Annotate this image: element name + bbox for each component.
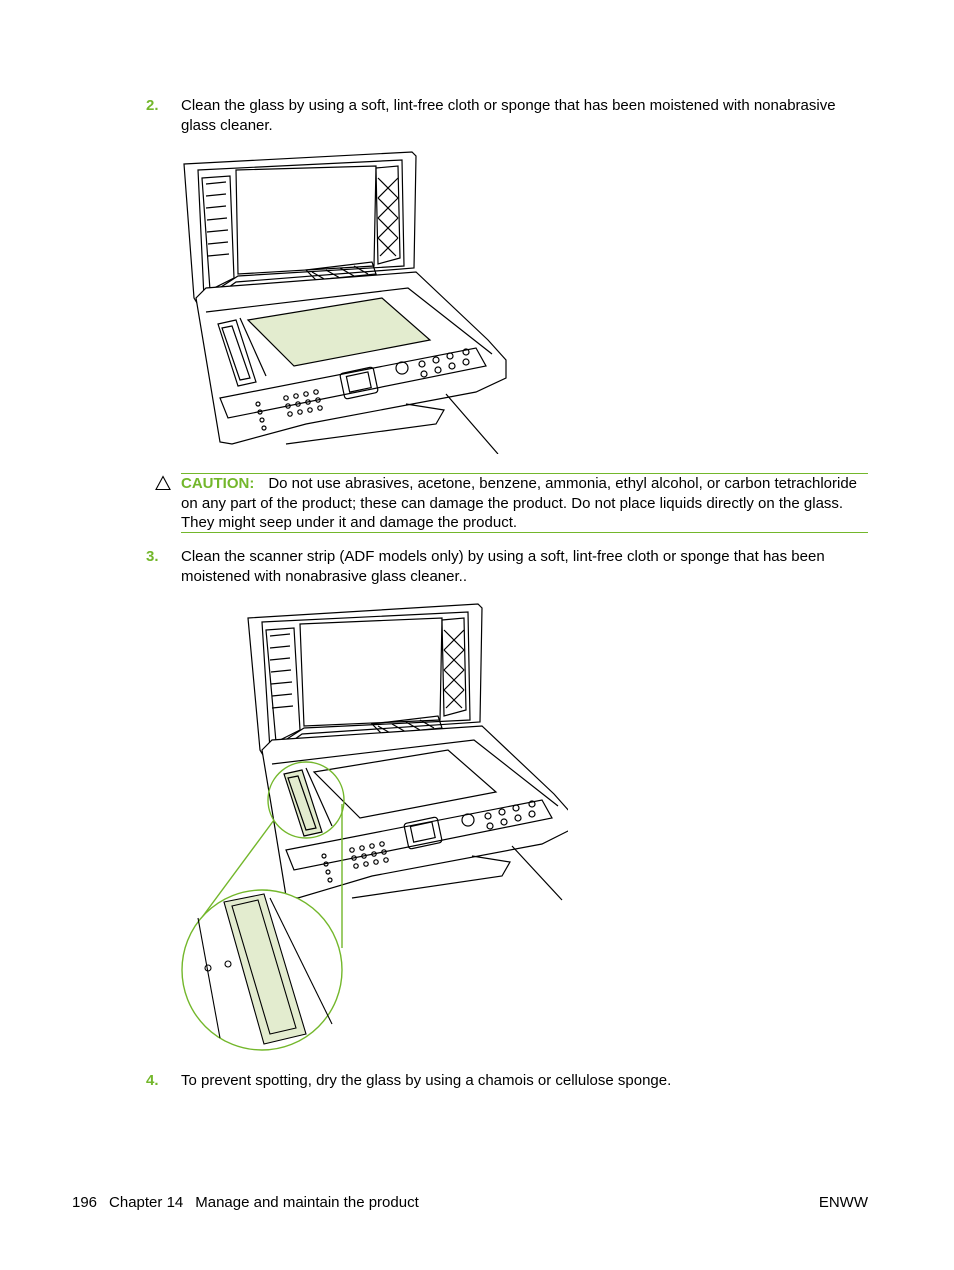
step-2: 2. Clean the glass by using a soft, lint… xyxy=(146,96,868,135)
page-number: 196 xyxy=(72,1194,98,1211)
step-text: To prevent spotting, dry the glass by us… xyxy=(181,1072,672,1089)
step-number: 4. xyxy=(146,1072,159,1089)
caution-note: CAUTION:Do not use abrasives, acetone, b… xyxy=(146,473,868,533)
step-text: Clean the glass by using a soft, lint-fr… xyxy=(181,97,836,134)
chapter-title: Manage and maintain the product xyxy=(195,1194,419,1211)
step-number: 3. xyxy=(146,548,159,565)
scanner-strip-illustration xyxy=(181,603,568,1051)
step-text: Clean the scanner strip (ADF models only… xyxy=(181,548,825,585)
step-number: 2. xyxy=(146,97,159,114)
footer-right-label: ENWW xyxy=(818,1194,868,1211)
caution-top-rule xyxy=(181,473,868,474)
caution-text: Do not use abrasives, acetone, benzene, … xyxy=(181,475,858,531)
step-3: 3. Clean the scanner strip (ADF models o… xyxy=(146,547,868,586)
caution-bottom-rule xyxy=(181,532,868,533)
caution-triangle-icon xyxy=(155,475,171,491)
caution-body: CAUTION:Do not use abrasives, acetone, b… xyxy=(181,473,868,533)
step-4: 4. To prevent spotting, dry the glass by… xyxy=(146,1071,868,1091)
footer-left: 196 Chapter 14 Manage and maintain the pro… xyxy=(72,1193,431,1212)
scanner-glass-illustration xyxy=(183,151,507,454)
chapter-label: Chapter 14 xyxy=(109,1194,184,1211)
caution-label: CAUTION: xyxy=(181,475,255,492)
